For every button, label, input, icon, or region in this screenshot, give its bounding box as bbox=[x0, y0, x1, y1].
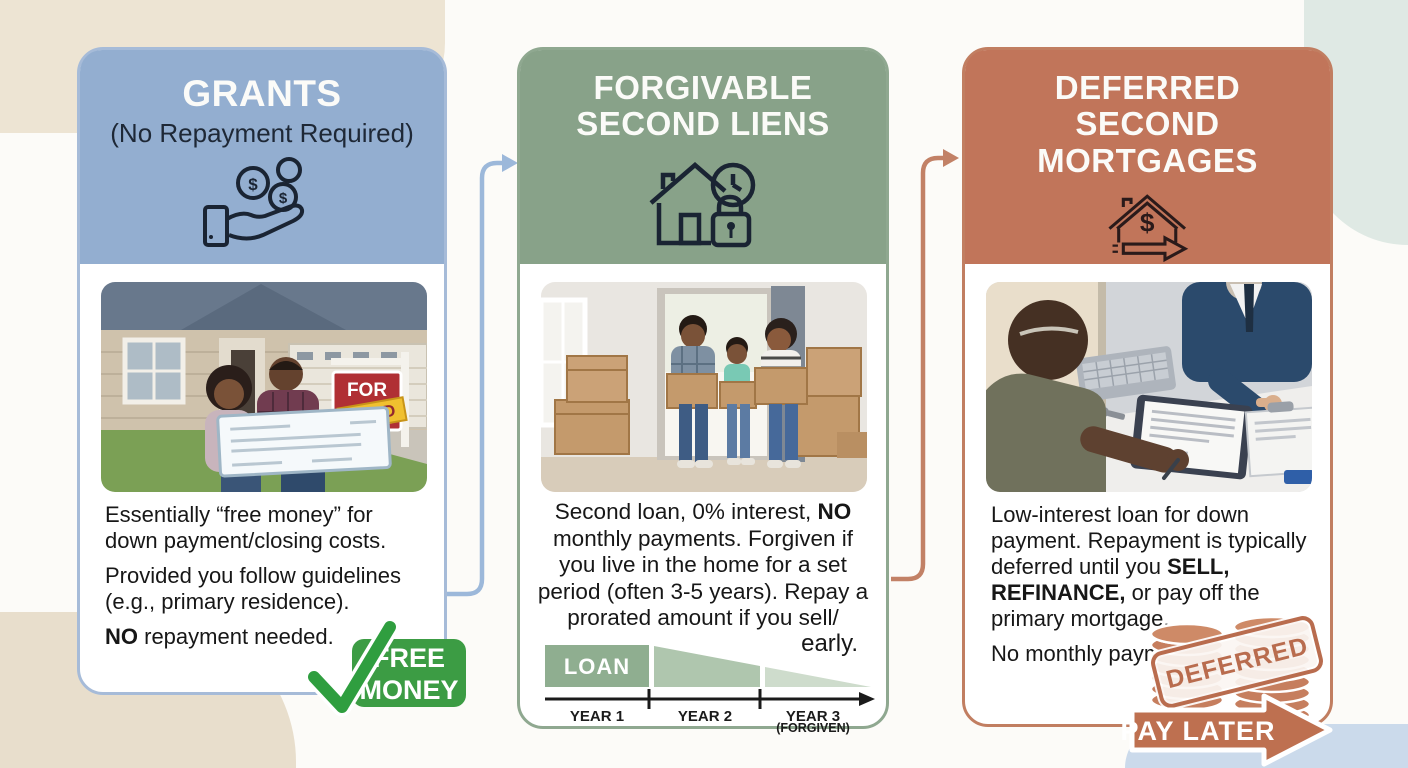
svg-text:$: $ bbox=[248, 175, 258, 194]
photo-family-moving-boxes bbox=[541, 282, 867, 492]
hand-coins-icon: $ $ bbox=[203, 156, 305, 247]
arrowhead-icon bbox=[502, 154, 518, 172]
deferred-point-1: Low-interest loan for down payment. Repa… bbox=[991, 502, 1307, 631]
card-forgivable-second-liens: FORGIVABLE SECOND LIENS bbox=[517, 47, 889, 735]
arrowhead-icon bbox=[943, 149, 959, 167]
grants-point-3: NO repayment needed. bbox=[105, 623, 334, 649]
timeline-segment-year3 bbox=[765, 667, 871, 687]
free-money-badge: FREE MONEY bbox=[304, 617, 466, 717]
svg-text:MONEY: MONEY bbox=[359, 675, 458, 705]
svg-text:FOR: FOR bbox=[347, 380, 387, 401]
card-grants: GRANTS (No Repayment Required) $ $ bbox=[77, 47, 466, 717]
photo-couple-with-check: FOR SALE SOLD bbox=[101, 282, 427, 492]
loan-forgiveness-timeline: LOAN YEAR 1 YEAR 2 YEAR 3 (FORGIVEN) bbox=[545, 645, 875, 735]
card-forgivable-header: FORGIVABLE SECOND LIENS bbox=[520, 50, 886, 264]
svg-text:(FORGIVEN): (FORGIVEN) bbox=[776, 721, 850, 735]
house-clock-lock-icon bbox=[649, 161, 756, 247]
pay-later-arrow: PAY LATER bbox=[1120, 693, 1333, 767]
svg-text:PAY LATER: PAY LATER bbox=[1120, 716, 1275, 746]
svg-text:$: $ bbox=[279, 190, 288, 207]
forgivable-body-early: early. bbox=[801, 630, 858, 657]
card-deferred-title: DEFERRED SECOND MORTGAGES bbox=[1037, 69, 1258, 179]
house-dollar-arrow-icon: $ bbox=[1107, 194, 1188, 262]
card-grants-header: GRANTS (No Repayment Required) $ $ bbox=[80, 50, 444, 264]
card-deferred-second-mortgages: DEFERRED SECOND MORTGAGES $ bbox=[962, 47, 1333, 767]
connector-arrow-1 bbox=[447, 154, 518, 597]
card-deferred-header: DEFERRED SECOND MORTGAGES $ bbox=[965, 50, 1330, 264]
svg-text:YEAR 2: YEAR 2 bbox=[678, 708, 732, 725]
grants-point-1: Essentially “free money” for down paymen… bbox=[105, 502, 387, 553]
deferred-pay-later-graphic: DEFERRED PAY LATER bbox=[1120, 614, 1333, 767]
grants-point-2: Provided you follow guidelines (e.g., pr… bbox=[105, 562, 401, 614]
checkmark-icon bbox=[308, 621, 396, 713]
timeline-arrowhead-icon bbox=[859, 692, 875, 706]
card-grants-title: GRANTS bbox=[182, 73, 342, 114]
svg-text:LOAN: LOAN bbox=[564, 654, 630, 679]
svg-text:YEAR 3: YEAR 3 bbox=[786, 708, 840, 725]
card-grants-subtitle: (No Repayment Required) bbox=[110, 117, 414, 148]
deferred-body-text: Low-interest loan for down payment. Repa… bbox=[991, 502, 1308, 676]
svg-text:YEAR 1: YEAR 1 bbox=[570, 708, 624, 725]
forgivable-body-text: Second loan, 0% interest, NO monthly pay… bbox=[537, 499, 869, 631]
timeline-segment-year1 bbox=[545, 645, 649, 687]
card-forgivable-title: FORGIVABLE SECOND LIENS bbox=[576, 69, 830, 143]
svg-text:$: $ bbox=[1139, 208, 1154, 238]
grants-body-text: Essentially “free money” for down paymen… bbox=[105, 502, 426, 659]
timeline-segment-year2 bbox=[654, 646, 760, 687]
connector-arrow-2 bbox=[891, 149, 959, 582]
photo-signing-documents bbox=[986, 282, 1312, 492]
